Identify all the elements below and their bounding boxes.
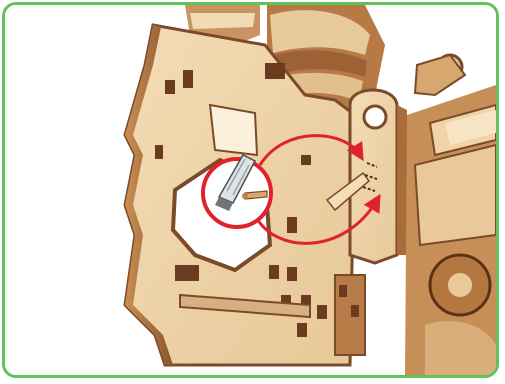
illustration-frame [2, 2, 499, 378]
assembly-illustration [5, 5, 496, 375]
